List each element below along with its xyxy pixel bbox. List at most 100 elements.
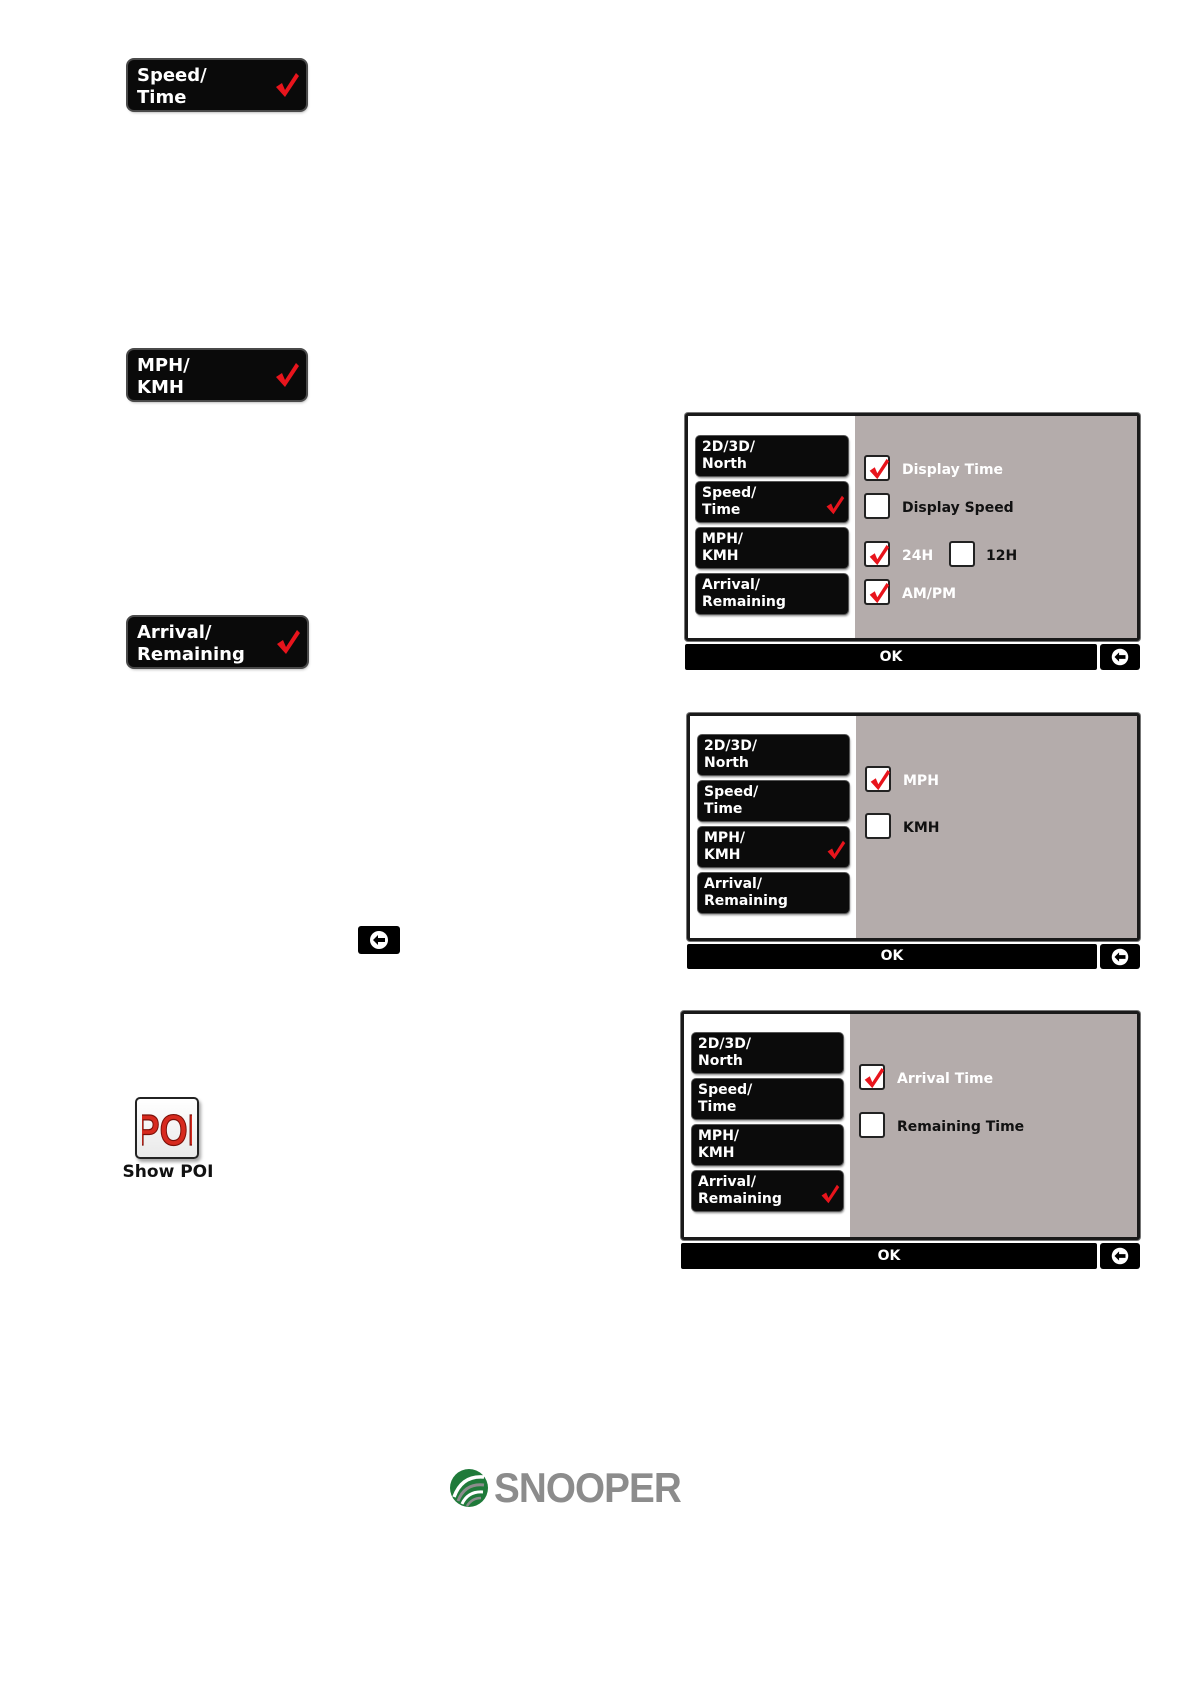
24h-checkbox[interactable] (864, 541, 890, 567)
menu-item-2d3d[interactable]: 2D/3D/ North (698, 735, 849, 775)
ok-button[interactable]: OK (681, 1243, 1097, 1269)
12h-checkbox[interactable] (949, 541, 975, 567)
mph-label: MPH (903, 773, 939, 789)
arrival-time-checkbox[interactable] (859, 1064, 885, 1090)
options-panel (856, 716, 1137, 938)
menu-item-arrival[interactable]: Arrival/ Remaining (698, 873, 849, 913)
menu-item-arrival[interactable]: Arrival/ Remaining (696, 574, 848, 614)
menu-item-2d3d[interactable]: 2D/3D/ North (696, 436, 848, 476)
speed-time-label-2: Time (137, 87, 187, 108)
menu-speed-line-2: Time (702, 502, 741, 518)
show-poi-label: Show POI (122, 1162, 214, 1182)
display-speed-checkbox[interactable] (864, 493, 890, 519)
menu-item-mph-kmh[interactable]: MPH/ KMH (696, 528, 848, 568)
menu-item-arrival[interactable]: Arrival/ Remaining (692, 1171, 843, 1211)
menu-arrival-line-2: Remaining (698, 1191, 782, 1207)
menu-arrival-line-1: Arrival/ (704, 876, 762, 892)
menu-arrival-line-1: Arrival/ (702, 577, 760, 593)
arrival-remaining-button[interactable]: Arrival/ Remaining (128, 617, 307, 667)
ok-button[interactable]: OK (685, 644, 1097, 670)
speed-time-screen: 2D/3D/ North Speed/ Time MPH/ KMH Arriva… (685, 413, 1140, 670)
display-time-label: Display Time (902, 462, 1004, 478)
menu-speed-line-1: Speed/ (698, 1082, 753, 1098)
menu-2d3d-line-2: North (698, 1053, 743, 1069)
screen-frame: 2D/3D/ North Speed/ Time MPH/ KMH Arriva… (687, 713, 1140, 941)
red-tick-icon (826, 495, 845, 515)
snooper-logo-icon (450, 1469, 488, 1507)
poi-icon-text: POI (142, 1106, 192, 1151)
menu-mph-line-2: KMH (702, 548, 739, 564)
remaining-time-checkbox[interactable] (859, 1112, 885, 1138)
arrival-remaining-label-1: Arrival/ (137, 622, 212, 643)
red-tick-icon (276, 73, 299, 97)
red-tick-icon (821, 1184, 840, 1204)
mph-kmh-label-2: KMH (137, 377, 184, 398)
menu-speed-line-1: Speed/ (702, 485, 757, 501)
back-arrow-icon (1111, 1247, 1129, 1265)
menu-item-mph-kmh[interactable]: MPH/ KMH (692, 1125, 843, 1165)
menu-speed-line-2: Time (704, 801, 743, 817)
snooper-logo: SNOOPER (448, 1464, 697, 1512)
poi-icon-graphic: POI (142, 1105, 192, 1151)
ampm-checkbox[interactable] (864, 579, 890, 605)
menu-speed-line-1: Speed/ (704, 784, 759, 800)
screen-frame: 2D/3D/ North Speed/ Time MPH/ KMH Arriva… (681, 1011, 1140, 1240)
mph-checkbox[interactable] (865, 766, 891, 792)
arrival-time-label: Arrival Time (897, 1071, 994, 1087)
poi-icon[interactable]: POI (135, 1097, 199, 1159)
menu-mph-line-1: MPH/ (702, 531, 744, 547)
red-tick-icon (869, 544, 890, 566)
display-time-checkbox[interactable] (864, 455, 890, 481)
menu-item-speed-time[interactable]: Speed/ Time (698, 781, 849, 821)
menu-speed-line-2: Time (698, 1099, 737, 1115)
red-tick-icon (277, 630, 300, 654)
ampm-label: AM/PM (902, 586, 957, 602)
red-tick-icon (869, 582, 890, 604)
display-speed-label: Display Speed (902, 500, 1014, 516)
menu-2d3d-line-2: North (704, 755, 749, 771)
menu-2d3d-line-1: 2D/3D/ (698, 1036, 751, 1052)
menu-2d3d-line-1: 2D/3D/ (704, 738, 757, 754)
red-tick-icon (870, 769, 891, 791)
options-panel (855, 416, 1137, 638)
remaining-time-label: Remaining Time (897, 1119, 1025, 1135)
brand-name: SNOOPER (494, 1464, 682, 1511)
kmh-checkbox[interactable] (865, 813, 891, 839)
menu-arrival-line-2: Remaining (702, 594, 786, 610)
menu-2d3d-line-2: North (702, 456, 747, 472)
12h-label: 12H (986, 548, 1018, 564)
speed-time-button[interactable]: Speed/ Time (128, 60, 306, 110)
mph-kmh-button[interactable]: MPH/ KMH (128, 350, 306, 400)
back-button[interactable] (1100, 644, 1140, 670)
back-arrow-icon (370, 931, 388, 949)
menu-mph-line-1: MPH/ (698, 1128, 740, 1144)
arrival-remaining-screen: 2D/3D/ North Speed/ Time MPH/ KMH Arriva… (681, 1011, 1140, 1269)
menu-item-2d3d[interactable]: 2D/3D/ North (692, 1033, 843, 1073)
24h-label: 24H (902, 548, 934, 564)
menu-item-speed-time[interactable]: Speed/ Time (696, 482, 848, 522)
arrival-remaining-label-2: Remaining (137, 644, 245, 665)
menu-item-mph-kmh[interactable]: MPH/ KMH (698, 827, 849, 867)
screen-frame: 2D/3D/ North Speed/ Time MPH/ KMH Arriva… (685, 413, 1140, 641)
back-button[interactable] (1100, 944, 1140, 969)
menu-arrival-line-2: Remaining (704, 893, 788, 909)
menu-mph-line-2: KMH (698, 1145, 735, 1161)
mph-kmh-screen: 2D/3D/ North Speed/ Time MPH/ KMH Arriva… (687, 713, 1140, 969)
menu-2d3d-line-1: 2D/3D/ (702, 439, 755, 455)
options-panel (850, 1014, 1137, 1237)
kmh-label: KMH (903, 820, 940, 836)
back-arrow-icon (1111, 948, 1129, 965)
back-button[interactable] (1100, 1243, 1140, 1269)
menu-mph-line-2: KMH (704, 847, 741, 863)
menu-arrival-line-1: Arrival/ (698, 1174, 756, 1190)
back-arrow-icon (1111, 648, 1129, 666)
red-tick-icon (827, 840, 846, 860)
mph-kmh-label-1: MPH/ (137, 355, 190, 376)
inline-back-button[interactable] (358, 926, 400, 954)
red-tick-icon (864, 1067, 885, 1089)
menu-item-speed-time[interactable]: Speed/ Time (692, 1079, 843, 1119)
red-tick-icon (869, 458, 890, 480)
ok-button[interactable]: OK (687, 944, 1097, 969)
speed-time-label-1: Speed/ (137, 65, 207, 86)
red-tick-icon (276, 363, 299, 387)
